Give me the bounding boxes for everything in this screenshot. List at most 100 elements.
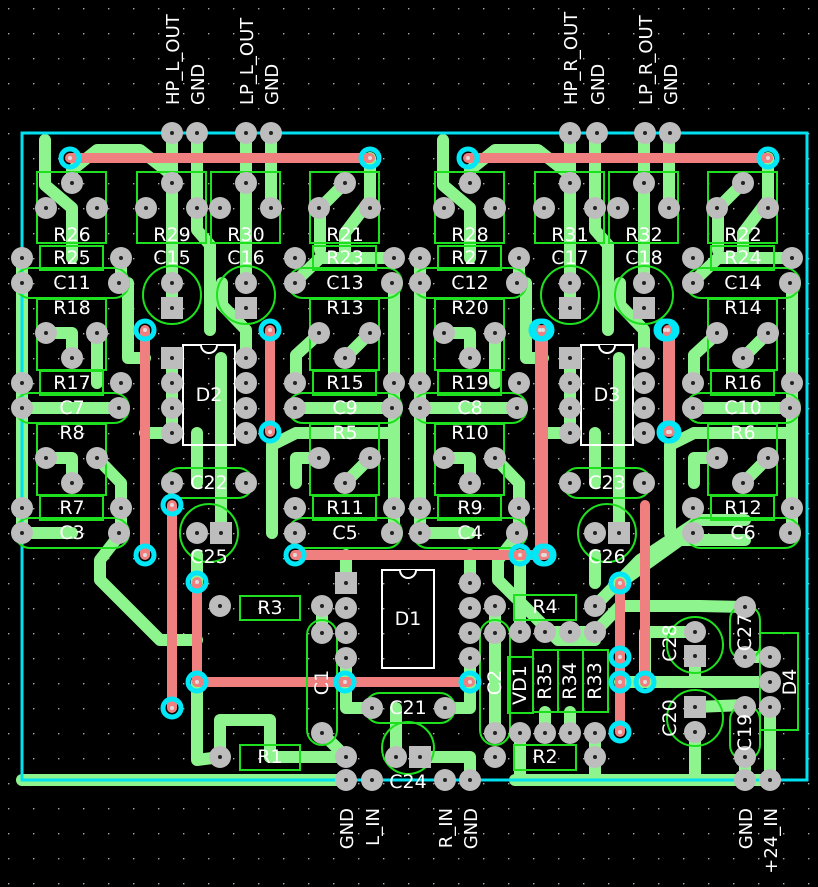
trace [288,252,400,289]
pad-drill [343,481,347,485]
component-label-c19: C19 [734,714,756,751]
pad-drill [642,406,646,410]
via[interactable] [608,645,632,669]
via[interactable] [456,146,480,170]
via[interactable] [533,543,557,567]
pad-drill [320,731,324,735]
pad-drill [593,731,597,735]
via[interactable] [258,318,282,342]
via[interactable] [185,570,209,594]
component-label-r10: R10 [451,422,488,444]
pad-drill [642,281,646,285]
pad-drill [392,256,396,260]
pad-drill [219,531,223,535]
pad-drill [493,456,497,460]
component-label-c21: C21 [389,697,426,719]
via-drill [538,328,542,332]
via[interactable] [258,420,282,444]
pad-drill [20,506,24,510]
pad-drill [468,581,472,585]
via-drill [268,430,272,434]
pad-drill [768,680,772,684]
resistor-outline [312,495,377,521]
component-label-r19: R19 [451,372,488,394]
component-label-c5: C5 [332,522,357,544]
via[interactable] [185,670,209,694]
via[interactable] [358,146,382,170]
connector-label-top: HP_L_OUT [163,13,184,105]
via[interactable] [458,670,482,694]
pad-drill [344,581,348,585]
pad-drill [368,206,372,210]
via[interactable] [160,696,184,720]
pads-layer [11,122,803,791]
resistor-outline [39,245,104,271]
pad-drill [743,755,747,759]
pad-drill [293,506,297,510]
via[interactable] [608,670,632,694]
via[interactable] [133,543,157,567]
pad-drill [442,331,446,335]
pad-drill [568,630,572,634]
trace [39,134,78,264]
via-drill [618,730,622,734]
resistor-outline [710,370,775,396]
pad-drill [743,705,747,709]
component-label-r21: R21 [326,224,363,246]
component-label-c23: C23 [588,472,625,494]
component-label-c10: C10 [724,397,761,419]
resistor-outline [437,370,502,396]
component-label-r8: R8 [59,422,84,444]
via[interactable] [283,543,307,567]
via[interactable] [658,420,682,444]
via-drill [170,706,174,710]
component-label-d4: D4 [779,669,801,696]
component-label-vd1: VD1 [509,665,531,705]
pad-drill [293,256,297,260]
pad-drill [244,481,248,485]
via[interactable] [508,543,532,567]
pad-drill [392,506,396,510]
pad-drill [418,381,422,385]
pad-drill [788,281,792,285]
via[interactable] [633,670,657,694]
vias-layer [58,146,780,744]
via[interactable] [756,146,780,170]
pad-drill [170,356,174,360]
pad-drill [117,531,121,535]
pad-drill [218,206,222,210]
via[interactable] [133,318,157,342]
component-label-r2: R2 [532,746,557,768]
via[interactable] [653,318,677,342]
via[interactable] [608,720,632,744]
connector-label-bottom: +24_IN [761,808,782,874]
pad-drill [418,406,422,410]
component-label-r9: R9 [457,497,482,519]
pad-drill [715,456,719,460]
ic-notch [399,569,417,579]
component-outline [513,594,577,621]
via[interactable] [528,318,552,342]
connector-label-bottom: GND [736,808,757,849]
pad-drill [517,256,521,260]
pad-drill [790,381,794,385]
pad-drill [20,406,24,410]
pad-drill [390,531,394,535]
via-drill [143,553,147,557]
component-label-r20: R20 [451,297,488,319]
via[interactable] [608,571,632,595]
ic-notch [598,344,616,354]
via-drill [170,503,174,507]
component-label-r31: R31 [551,224,588,246]
component-label-r24: R24 [724,247,761,269]
pad-drill [568,181,572,185]
pad-drill [468,356,472,360]
component-label-r4: R4 [532,596,557,618]
via[interactable] [160,493,184,517]
via[interactable] [58,146,82,170]
resistor-outline [437,245,502,271]
via[interactable] [333,670,357,694]
resistor-outline [39,495,104,521]
